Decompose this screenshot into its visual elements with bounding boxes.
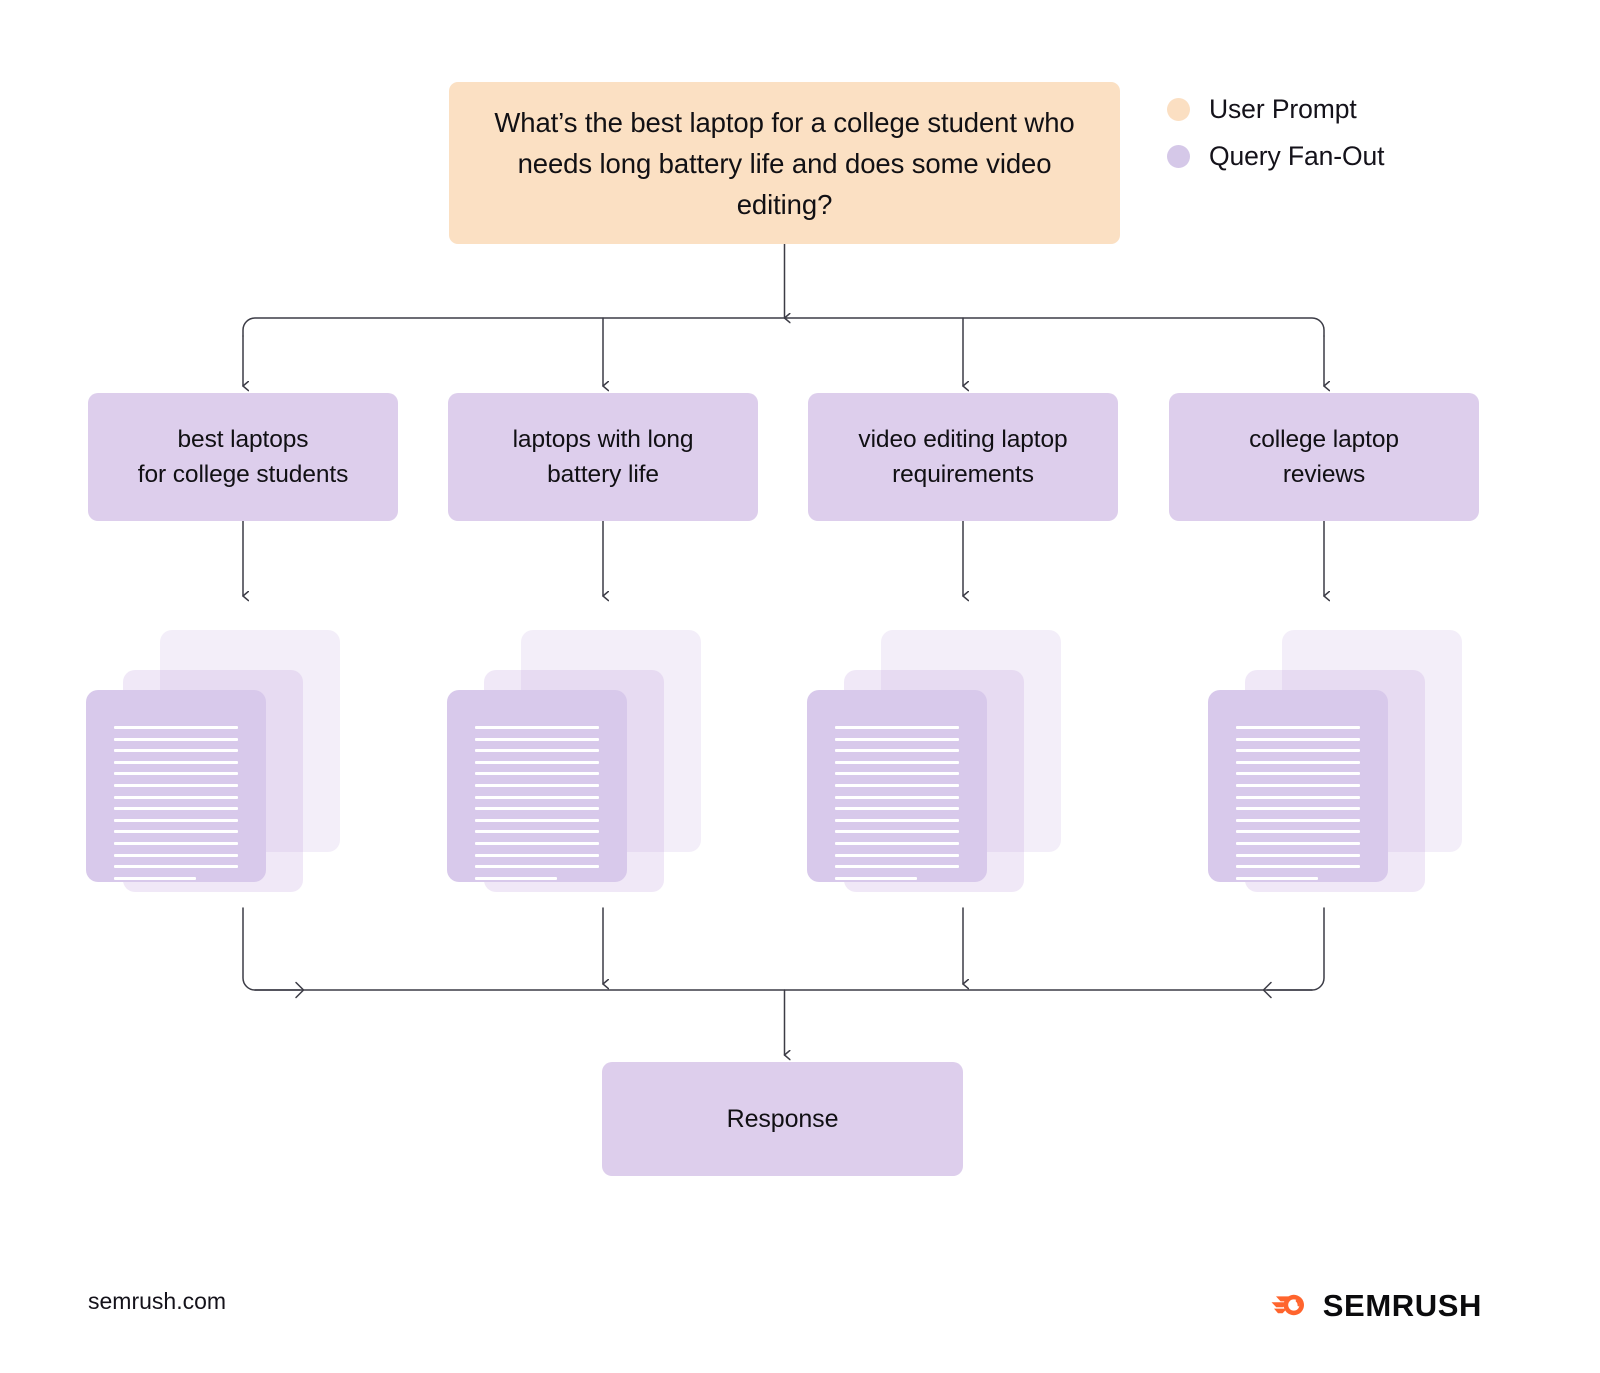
- document-text-line: [475, 749, 599, 753]
- document-text-line: [1236, 772, 1360, 776]
- document-text-line: [1236, 853, 1360, 857]
- document-sheet-front: [1208, 690, 1388, 882]
- document-text-line: [835, 783, 959, 787]
- document-text-line: [114, 749, 238, 753]
- document-text-lines: [475, 726, 599, 880]
- document-text-line: [475, 807, 599, 811]
- document-text-line: [1236, 749, 1360, 753]
- document-sheet-front: [807, 690, 987, 882]
- document-text-line: [475, 772, 599, 776]
- document-text-line: [835, 749, 959, 753]
- document-text-line: [835, 830, 959, 834]
- query-fanout-box-2: laptops with long battery life: [448, 393, 758, 521]
- document-text-line: [835, 865, 959, 869]
- document-text-line: [114, 783, 238, 787]
- document-text-line: [114, 876, 196, 880]
- document-text-lines: [114, 726, 238, 880]
- query-fanout-label: laptops with long battery life: [512, 426, 694, 488]
- legend: User Prompt Query Fan-Out: [1167, 86, 1385, 180]
- query-fanout-box-1: best laptops for college students: [88, 393, 398, 521]
- semrush-comet-icon: [1271, 1294, 1304, 1316]
- document-sheet-front: [86, 690, 266, 882]
- document-text-line: [475, 795, 599, 799]
- document-text-line: [114, 795, 238, 799]
- document-text-line: [475, 853, 599, 857]
- document-text-line: [1236, 795, 1360, 799]
- document-text-line: [114, 807, 238, 811]
- document-text-line: [114, 841, 238, 845]
- document-stack-icon: [807, 622, 1075, 892]
- document-text-line: [835, 841, 959, 845]
- document-sheet-front: [447, 690, 627, 882]
- document-text-line: [835, 737, 959, 741]
- document-stack-icon: [447, 622, 715, 892]
- query-fanout-box-3: video editing laptop requirements: [808, 393, 1118, 521]
- document-text-line: [475, 876, 557, 880]
- document-text-line: [835, 853, 959, 857]
- document-text-line: [475, 726, 599, 729]
- document-text-line: [475, 865, 599, 869]
- document-text-line: [114, 830, 238, 834]
- document-text-lines: [1236, 726, 1360, 880]
- document-text-line: [835, 772, 959, 776]
- document-text-line: [114, 865, 238, 869]
- user-prompt-text: What’s the best laptop for a college stu…: [494, 106, 1075, 220]
- document-text-line: [835, 876, 917, 880]
- user-prompt-box: What’s the best laptop for a college stu…: [449, 82, 1120, 244]
- query-fanout-box-4: college laptop reviews: [1169, 393, 1479, 521]
- query-fanout-label: college laptop reviews: [1249, 426, 1399, 488]
- document-text-line: [835, 807, 959, 811]
- document-text-line: [114, 818, 238, 822]
- document-text-line: [1236, 830, 1360, 834]
- document-text-line: [835, 818, 959, 822]
- document-text-line: [114, 853, 238, 857]
- document-text-line: [1236, 865, 1360, 869]
- legend-item-query-fan-out: Query Fan-Out: [1167, 133, 1385, 180]
- document-text-line: [1236, 726, 1360, 729]
- document-text-line: [1236, 783, 1360, 787]
- document-text-line: [114, 772, 238, 776]
- document-text-line: [1236, 818, 1360, 822]
- document-text-line: [835, 795, 959, 799]
- legend-dot-icon: [1167, 98, 1190, 121]
- document-text-line: [835, 760, 959, 764]
- document-text-lines: [835, 726, 959, 880]
- document-text-line: [1236, 760, 1360, 764]
- document-text-line: [475, 737, 599, 741]
- document-stack-icon: [86, 622, 354, 892]
- response-box: Response: [602, 1062, 963, 1176]
- response-label: Response: [726, 1104, 839, 1133]
- document-text-line: [475, 783, 599, 787]
- document-text-line: [475, 841, 599, 845]
- document-text-line: [114, 726, 238, 729]
- document-text-line: [1236, 737, 1360, 741]
- legend-item-user-prompt: User Prompt: [1167, 86, 1384, 133]
- legend-label: User Prompt: [1209, 94, 1357, 124]
- footer-url: semrush.com: [88, 1288, 227, 1314]
- legend-label: Query Fan-Out: [1209, 141, 1385, 171]
- document-text-line: [475, 818, 599, 822]
- document-text-line: [114, 737, 238, 741]
- document-stack-icon: [1208, 622, 1476, 892]
- document-text-line: [835, 726, 959, 729]
- document-text-line: [1236, 807, 1360, 811]
- semrush-wordmark: SEMRUSH: [1322, 1287, 1482, 1323]
- semrush-brand: SEMRUSH: [1270, 1285, 1482, 1325]
- legend-dot-icon: [1167, 145, 1190, 168]
- document-text-line: [475, 830, 599, 834]
- document-text-line: [1236, 876, 1318, 880]
- document-text-line: [1236, 841, 1360, 845]
- document-text-line: [114, 760, 238, 764]
- document-text-line: [475, 760, 599, 764]
- query-fanout-label: video editing laptop requirements: [858, 426, 1068, 488]
- query-fanout-label: best laptops for college students: [137, 426, 349, 488]
